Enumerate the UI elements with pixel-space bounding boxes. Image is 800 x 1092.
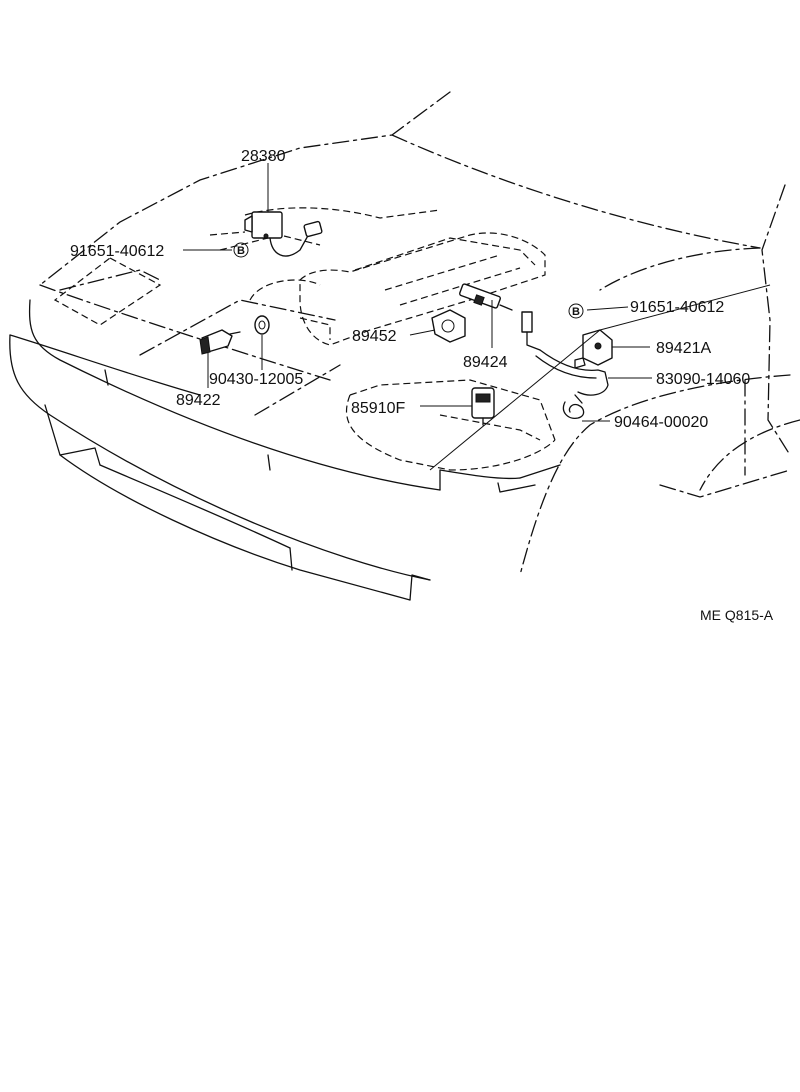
label-91651-right: 91651-40612 (630, 299, 724, 316)
part-connector-clip (521, 311, 541, 351)
label-89452: 89452 (352, 328, 397, 345)
label-91651-left: 91651-40612 (70, 243, 164, 260)
label-89421a: 89421A (656, 340, 711, 357)
reference-code: ME Q815-A (700, 607, 774, 623)
label-85910f: 85910F (351, 400, 405, 417)
part-90430-gasket (254, 315, 270, 335)
label-90430: 90430-12005 (209, 371, 303, 388)
svg-text:B: B (237, 245, 245, 257)
leader-lines (183, 163, 771, 471)
part-89422-switch (199, 329, 241, 355)
label-28380: 28380 (241, 148, 286, 165)
front-bumper (9, 299, 561, 601)
label-89424: 89424 (463, 354, 508, 371)
part-28380-relay (244, 211, 323, 257)
label-89422: 89422 (176, 392, 221, 409)
vehicle-body-outline (39, 91, 800, 576)
part-85910f-relay (471, 387, 495, 426)
marker-b-right: B (568, 303, 584, 319)
part-89452-sensor (431, 309, 466, 343)
part-83090-hose (535, 349, 609, 396)
label-90464: 90464-00020 (614, 414, 708, 431)
svg-text:B: B (572, 306, 580, 318)
marker-b-left: B (233, 242, 249, 258)
part-89424-sensor (459, 283, 513, 311)
part-90464-clamp (562, 394, 585, 419)
label-83090: 83090-14060 (656, 371, 750, 388)
